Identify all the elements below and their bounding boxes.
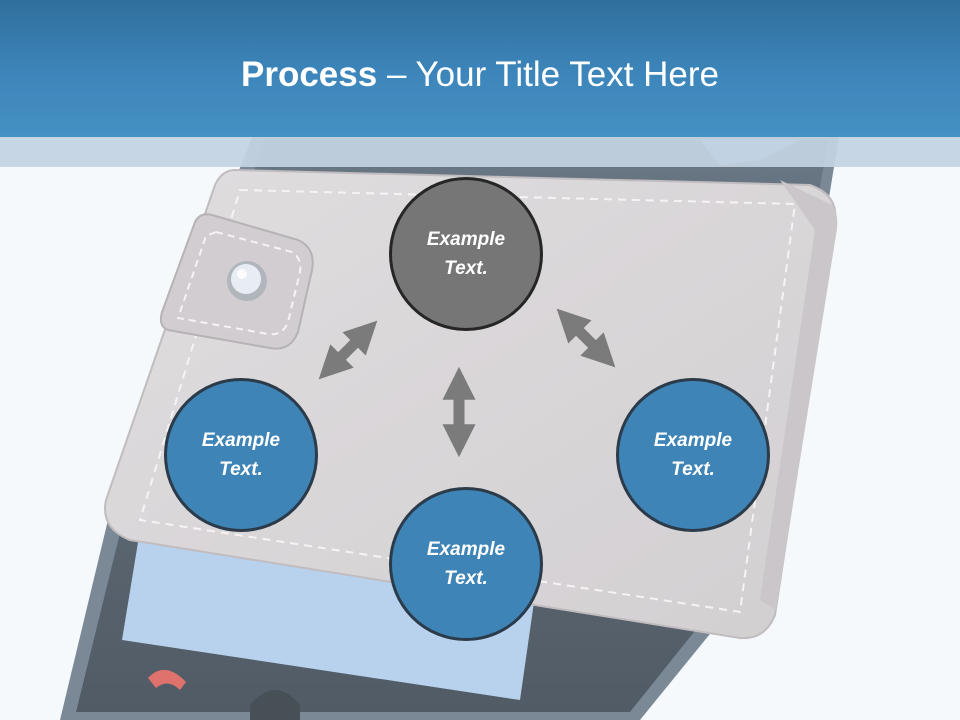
node-bottom-line2: Text. (444, 568, 488, 589)
title-band (0, 137, 960, 167)
title-bar: Process – Your Title Text Here (0, 0, 960, 137)
node-right-line2: Text. (671, 459, 715, 480)
red-call-icon (148, 669, 186, 690)
slide-title: Process – Your Title Text Here (0, 50, 960, 100)
title-rest-part: – Your Title Text Here (377, 55, 719, 94)
node-right-line1: Example (653, 430, 733, 451)
node-left-line1: Example (201, 430, 281, 451)
title-bold-part: Process (241, 55, 378, 94)
node-top-line2: Text. (444, 258, 488, 279)
home-button-shape (250, 690, 300, 720)
arrow-top-left (318, 320, 378, 380)
node-bottom-line1: Example (426, 539, 506, 560)
node-top-line1: Example (426, 229, 506, 250)
arrow-top-right (556, 308, 616, 368)
node-left-line2: Text. (219, 459, 263, 480)
